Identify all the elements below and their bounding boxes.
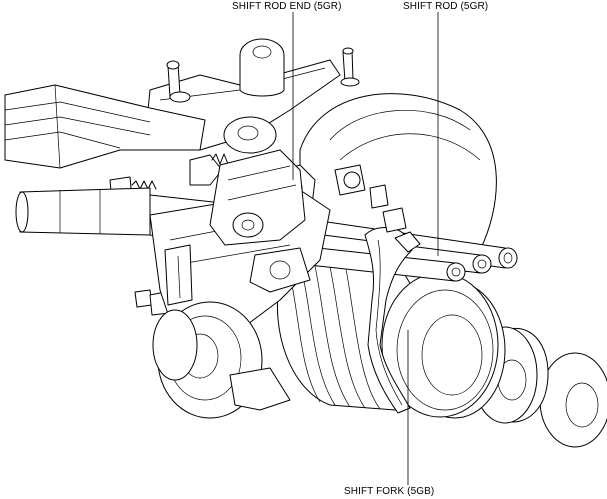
shift-rod-label: SHIFT ROD (5GR)	[403, 1, 489, 12]
shift-lever-arm	[4, 84, 206, 169]
leader-lines	[292, 12, 439, 485]
shift-rod-end-label: SHIFT ROD END (5GR)	[232, 1, 342, 12]
lower-gear	[152, 301, 291, 419]
center-cluster	[209, 149, 311, 293]
shift-fork-label: SHIFT FORK (5GB)	[344, 486, 435, 497]
shift-fork	[364, 227, 421, 414]
